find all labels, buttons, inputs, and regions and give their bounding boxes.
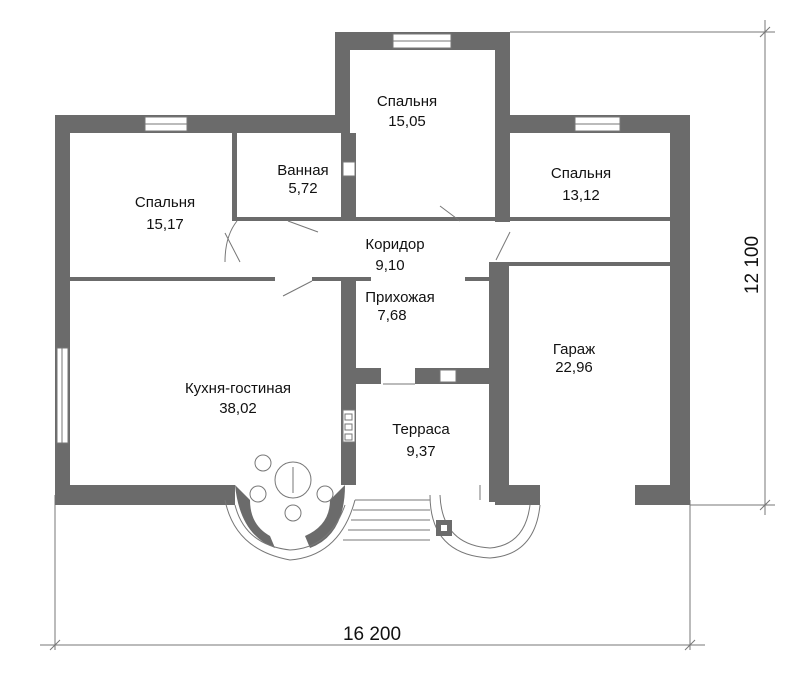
room-name-garage: Гараж: [553, 341, 595, 358]
room-name-bathroom: Ванная: [277, 162, 328, 179]
room-area-bedroom-left: 15,17: [146, 216, 184, 233]
room-name-hallway: Прихожая: [365, 289, 435, 306]
room-area-terrace: 9,37: [406, 443, 435, 460]
room-area-corridor: 9,10: [375, 257, 404, 274]
room-area-kitchen-living: 38,02: [219, 400, 257, 417]
dimension-height: 12 100: [742, 236, 763, 294]
room-name-bedroom-right: Спальня: [551, 165, 611, 182]
room-area-bedroom-center: 15,05: [388, 113, 426, 130]
room-labels: Спальня 15,17 Ванная 5,72 Спальня 15,05 …: [135, 93, 611, 460]
stove: [342, 161, 356, 443]
room-name-kitchen-living: Кухня-гостиная: [185, 380, 291, 397]
outer-walls: [55, 32, 690, 505]
room-area-bedroom-right: 13,12: [562, 187, 600, 204]
room-area-hallway: 7,68: [377, 307, 406, 324]
room-name-bedroom-center: Спальня: [377, 93, 437, 110]
dimension-width: 16 200: [343, 624, 401, 645]
windows: [56, 33, 621, 444]
dining-bay: [224, 454, 356, 561]
room-area-bathroom: 5,72: [288, 180, 317, 197]
room-area-garage: 22,96: [555, 359, 593, 376]
room-name-terrace: Терраса: [392, 421, 450, 438]
room-name-bedroom-left: Спальня: [135, 194, 195, 211]
doors: [224, 205, 511, 500]
interior-walls: [70, 133, 670, 502]
dimension-lines: [40, 20, 775, 651]
terrace-steps: [343, 494, 541, 559]
room-name-corridor: Коридор: [365, 236, 424, 253]
